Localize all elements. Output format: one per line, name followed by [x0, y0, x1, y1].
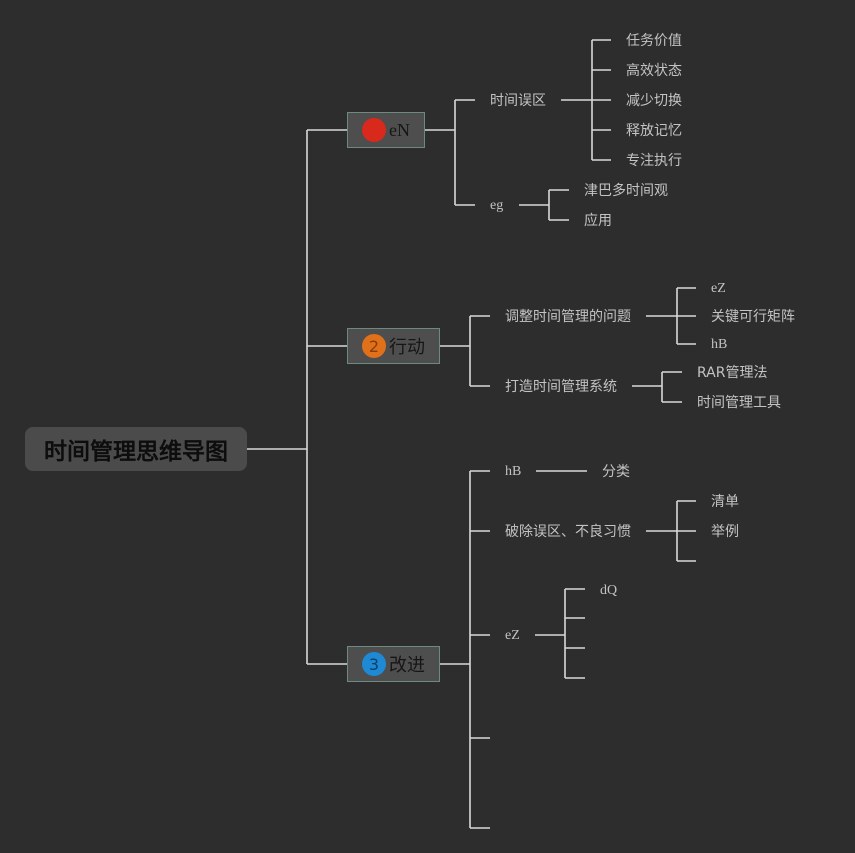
subtopic[interactable]: 调整时间管理的问题: [505, 309, 631, 325]
root-topic-label: 时间管理思维导图: [44, 439, 228, 465]
branch-topic-1[interactable]: 1 eN: [347, 112, 425, 148]
leaf-topic[interactable]: dQ: [600, 583, 618, 598]
leaf-topic[interactable]: 释放记忆: [626, 123, 682, 139]
subtopic[interactable]: 打造时间管理系统: [505, 379, 617, 395]
leaf-topic[interactable]: 减少切换: [626, 93, 682, 109]
subtopic[interactable]: hB: [505, 464, 522, 479]
leaf-topic[interactable]: 专注执行: [626, 153, 682, 169]
subtopic[interactable]: eg: [490, 198, 504, 213]
root-topic[interactable]: 时间管理思维导图: [25, 427, 247, 471]
leaf-topic[interactable]: eZ: [711, 281, 726, 296]
branch-topic-label: 改进: [389, 655, 425, 676]
leaf-topic[interactable]: 举例: [711, 524, 739, 540]
number-badge-2-icon: 2: [362, 334, 386, 358]
subtopic[interactable]: 破除误区、不良习惯: [505, 524, 631, 540]
branch-topic-label: eN: [389, 119, 410, 140]
leaf-topic[interactable]: 津巴多时间观: [584, 183, 668, 199]
leaf-topic[interactable]: 时间管理工具: [697, 395, 781, 411]
leaf-topic[interactable]: hB: [711, 337, 728, 352]
leaf-topic[interactable]: 任务价值: [626, 33, 682, 49]
subtopic[interactable]: eZ: [505, 628, 520, 643]
branch-topic-label: 行动: [389, 337, 425, 358]
leaf-topic[interactable]: 分类: [602, 464, 630, 480]
number-badge-1-icon: 1: [362, 118, 386, 142]
number-badge-3-icon: 3: [362, 652, 386, 676]
leaf-topic[interactable]: 清单: [711, 494, 739, 510]
branch-topic-3[interactable]: 3 改进: [347, 646, 440, 682]
leaf-topic[interactable]: 关键可行矩阵: [711, 309, 795, 325]
leaf-topic[interactable]: 高效状态: [626, 63, 682, 79]
leaf-topic[interactable]: 应用: [584, 213, 612, 229]
branch-topic-2[interactable]: 2 行动: [347, 328, 440, 364]
subtopic[interactable]: 时间误区: [490, 93, 546, 109]
leaf-topic[interactable]: RAR管理法: [697, 365, 768, 381]
